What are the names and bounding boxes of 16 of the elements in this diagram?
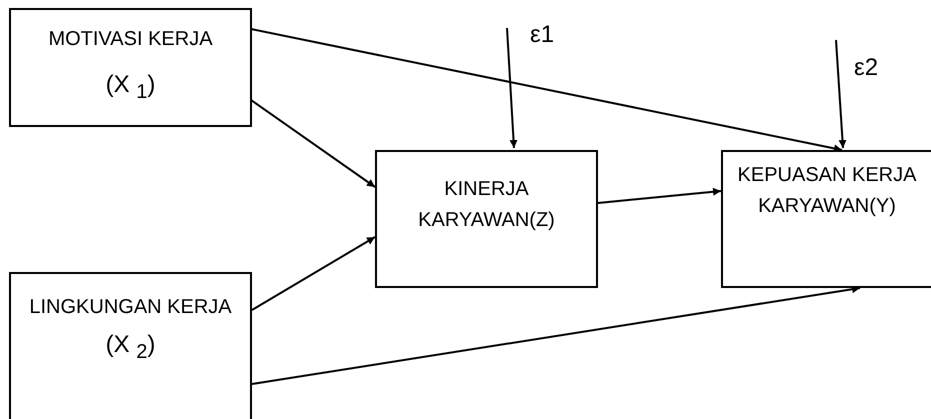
variable-symbol: (X $_{1}$) bbox=[106, 70, 156, 105]
arrow bbox=[506, 28, 518, 148]
variable-symbol: (X $_{2}$) bbox=[106, 330, 156, 365]
variable-name: LINGKUNGAN KERJA bbox=[29, 295, 232, 320]
variable-box bbox=[9, 272, 252, 419]
variable-name: KEPUASAN KERJA KARYAWAN(Y) bbox=[736, 163, 918, 219]
arrow bbox=[251, 236, 376, 311]
arrow bbox=[598, 188, 722, 204]
arrow bbox=[250, 28, 842, 152]
variable-box bbox=[721, 150, 931, 288]
variable-box bbox=[9, 8, 252, 127]
arrow bbox=[250, 99, 376, 188]
variable-box bbox=[375, 150, 598, 288]
variable-name: KINERJA KARYAWAN(Z) bbox=[417, 177, 556, 233]
variable-name: MOTIVASI KERJA bbox=[48, 27, 213, 52]
arrow bbox=[835, 40, 846, 148]
